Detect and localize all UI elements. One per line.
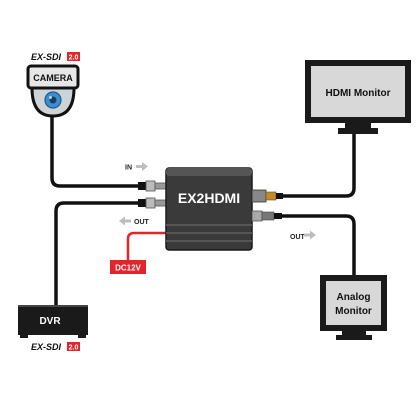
dvr-body: [18, 305, 88, 335]
analog-monitor-label-line1: Analog: [337, 292, 371, 303]
device-body: [165, 167, 253, 251]
analog-monitor: Analog Monitor: [320, 275, 387, 340]
camera-cable: [50, 112, 142, 188]
out-left-label: OUT: [134, 219, 150, 226]
dvr-cable: [54, 201, 142, 308]
analog-monitor-label-line2: Monitor: [335, 306, 372, 317]
analog-monitor-stand: [342, 331, 366, 335]
analog-cable: [280, 214, 356, 278]
hdmi-monitor-screen: [311, 66, 405, 117]
in-label: IN: [125, 165, 132, 172]
camera: CAMERA: [26, 64, 80, 118]
hdmi-monitor-label: HDMI Monitor: [326, 88, 391, 99]
hdmi-monitor: HDMI Monitor: [305, 60, 411, 134]
dvr-label: DVR: [39, 316, 61, 327]
ex2hdmi-device: EX2HDMI: [165, 167, 253, 251]
power-label: DC12V: [115, 264, 141, 273]
hdmi-monitor-stand: [345, 123, 371, 128]
in-arrow-icon: [136, 162, 148, 171]
hdmi-monitor-base: [338, 128, 378, 134]
dvr-logo: EX-SDI 2.0: [31, 342, 80, 352]
camera-label: CAMERA: [33, 73, 73, 83]
camera-logo: EX-SDI 2.0: [31, 52, 80, 62]
dvr-logo-badge-bg: [67, 342, 80, 351]
camera-logo-badge-bg: [67, 52, 80, 61]
bnc-loop-out-connector: [138, 197, 167, 209]
bnc-analog-out-connector: [251, 210, 282, 222]
dvr: DVR: [18, 305, 88, 338]
camera-logo-text: EX-SDI: [31, 52, 62, 62]
camera-logo-badge-text: 2.0: [69, 55, 79, 62]
device-label: EX2HDMI: [178, 190, 240, 206]
power-cable: [126, 231, 168, 263]
dvr-logo-text: EX-SDI: [31, 342, 62, 352]
dvr-logo-badge-text: 2.0: [69, 345, 79, 352]
analog-monitor-screen: [326, 281, 381, 325]
out-right-arrow-icon: [304, 230, 316, 240]
camera-lens-icon: [44, 91, 62, 109]
power-label-box: [110, 260, 146, 274]
analog-monitor-base: [336, 335, 372, 340]
hdmi-cable: [280, 132, 356, 198]
out-left-arrow-icon: [119, 216, 131, 226]
out-right-label: OUT: [290, 234, 306, 241]
hdmi-out-connector: [251, 189, 283, 203]
bnc-in-connector: [138, 180, 167, 192]
